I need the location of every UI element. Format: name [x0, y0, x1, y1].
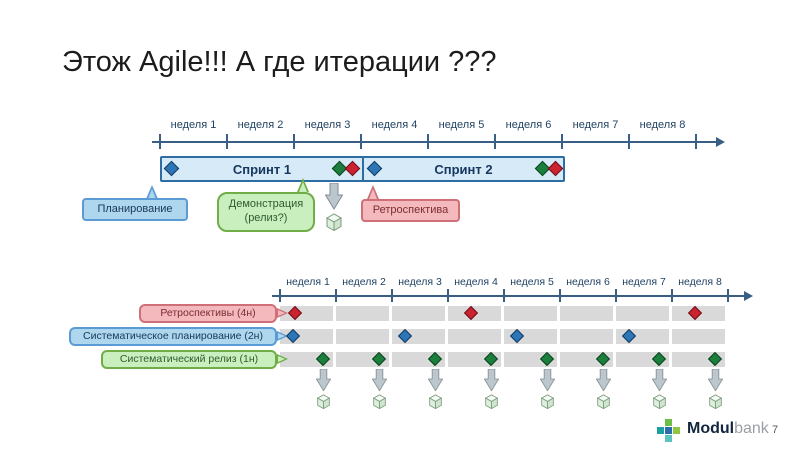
planning-row-label: Систематическое планирование (2н) [69, 327, 277, 346]
release-arrow-cube-icon [316, 369, 331, 409]
week-label: неделя 6 [566, 276, 610, 288]
week-label: неделя 5 [438, 119, 485, 131]
week-label: неделя 2 [237, 119, 284, 131]
week-label: неделя 3 [398, 276, 442, 288]
sprint-2-label: Спринт 2 [434, 161, 493, 177]
release-arrow-cube-icon [372, 369, 387, 409]
week-label: неделя 1 [170, 119, 217, 131]
sprint-divider [362, 158, 364, 180]
top-week-labels: неделя 1 неделя 2 неделя 3 неделя 4 неде… [160, 119, 696, 131]
week-label: неделя 8 [678, 276, 722, 288]
bottom-timeline-axis [272, 295, 746, 297]
top-timeline-axis [152, 141, 718, 143]
release-arrow-cube-icon [596, 369, 611, 409]
retro-callout-pointer [367, 185, 379, 199]
week-label: неделя 6 [505, 119, 552, 131]
demo-callout-pointer [297, 178, 309, 192]
modulbank-logo-icon [657, 419, 680, 442]
release-row-label: Систематический релиз (1н) [101, 350, 277, 369]
retro-row-label: Ретроспективы (4н) [139, 304, 277, 323]
release-arrow-cube-icon [540, 369, 555, 409]
planning-row-bar [280, 329, 725, 344]
planning-callout-pointer [146, 185, 158, 199]
week-label: неделя 7 [572, 119, 619, 131]
release-arrow-cube-icon [652, 369, 667, 409]
modulbank-logo-text: Modulbank [687, 420, 769, 438]
demo-callout: Демонстрация (релиз?) [217, 192, 315, 232]
logo-bold-part: Modul [687, 420, 735, 437]
retro-row-bar [280, 306, 725, 321]
top-timeline-arrowhead-icon [716, 137, 725, 147]
retro-callout: Ретроспектива [361, 199, 460, 222]
release-arrow-cube-icon [428, 369, 443, 409]
release-row-pointer [277, 354, 288, 364]
release-row-bar [280, 352, 725, 367]
release-arrow-cube-icon [708, 369, 723, 409]
logo-light-part: bank [734, 420, 769, 437]
planning-row-pointer [277, 331, 288, 341]
release-arrow-cube-icon [484, 369, 499, 409]
page-number: 7 [772, 424, 779, 436]
bottom-timeline-arrowhead-icon [744, 291, 753, 301]
week-label: неделя 8 [639, 119, 686, 131]
release-arrow-cube-icon [325, 183, 343, 231]
week-label: неделя 4 [371, 119, 418, 131]
slide-title: Этож Agile!!! А где итерации ??? [62, 46, 497, 78]
sprint-1-label: Спринт 1 [232, 161, 292, 177]
planning-callout: Планирование [82, 198, 188, 221]
bottom-week-labels: неделя 1 неделя 2 неделя 3 неделя 4 неде… [280, 276, 728, 288]
week-label: неделя 5 [510, 276, 554, 288]
week-label: неделя 4 [454, 276, 498, 288]
sprint-bar: Спринт 1 Спринт 2 [160, 156, 565, 182]
week-label: неделя 7 [622, 276, 666, 288]
retro-row-pointer [277, 308, 288, 318]
week-label: неделя 3 [304, 119, 351, 131]
week-label: неделя 1 [286, 276, 330, 288]
week-label: неделя 2 [342, 276, 386, 288]
